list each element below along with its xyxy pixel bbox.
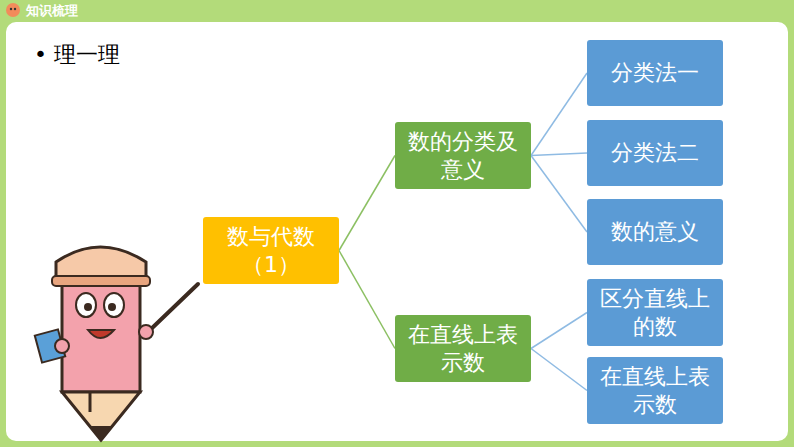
section-heading: • 理一理 xyxy=(34,40,120,70)
connector-line xyxy=(531,349,587,391)
box-text: 数的意义 xyxy=(611,218,699,246)
leaf-box: 分类法二 xyxy=(587,120,723,186)
connector-line xyxy=(531,73,587,156)
branch-box: 在直线上表示数 xyxy=(395,315,531,382)
leaf-box: 在直线上表示数 xyxy=(587,357,723,424)
connector-line xyxy=(339,251,395,349)
root-box: 数与代数 （1） xyxy=(203,217,339,284)
leaf-box: 区分直线上的数 xyxy=(587,279,723,346)
connector-line xyxy=(531,153,587,156)
connector-line xyxy=(531,313,587,349)
header-icon xyxy=(6,3,20,17)
leaf-box: 分类法一 xyxy=(587,40,723,106)
header-title: 知识梳理 xyxy=(26,2,78,20)
box-text: 区分直线上的数 xyxy=(595,285,715,340)
box-text: 分类法一 xyxy=(611,59,699,87)
leaf-box: 数的意义 xyxy=(587,199,723,265)
box-text: 在直线上表示数 xyxy=(595,363,715,418)
box-text: 在直线上表示数 xyxy=(403,321,523,376)
connector-line xyxy=(531,156,587,233)
connector-line xyxy=(339,156,395,251)
branch-box: 数的分类及意义 xyxy=(395,122,531,189)
box-text: 分类法二 xyxy=(611,139,699,167)
box-text: 数与代数 （1） xyxy=(211,223,331,278)
box-text: 数的分类及意义 xyxy=(403,128,523,183)
